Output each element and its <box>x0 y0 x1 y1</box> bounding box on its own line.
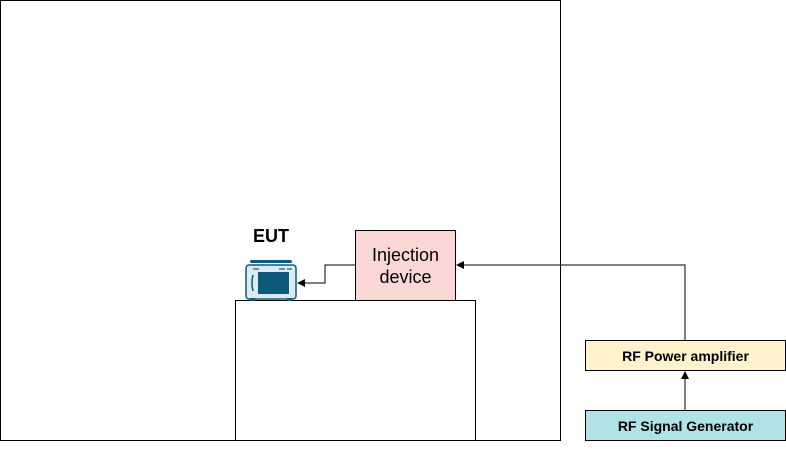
device-icon-screen <box>258 272 289 294</box>
arrow-amplifier-to-injection <box>456 261 686 340</box>
injection-device-label: Injection device <box>371 244 440 287</box>
device-icon-top-bar <box>250 260 292 263</box>
rf-signal-generator-label: RF Signal Generator <box>617 417 754 434</box>
injection-device-box: Injection device <box>355 230 456 301</box>
device-icon-foot-left <box>250 298 255 301</box>
eut-label: EUT <box>253 226 289 246</box>
rf-power-amplifier-box: RF Power amplifier <box>585 340 786 371</box>
device-icon-foot-right <box>287 298 292 301</box>
rf-power-amplifier-label: RF Power amplifier <box>622 347 749 364</box>
arrow-injection-to-eut <box>297 264 355 287</box>
device-icon-bracket <box>251 274 254 292</box>
device-icon <box>245 260 297 301</box>
